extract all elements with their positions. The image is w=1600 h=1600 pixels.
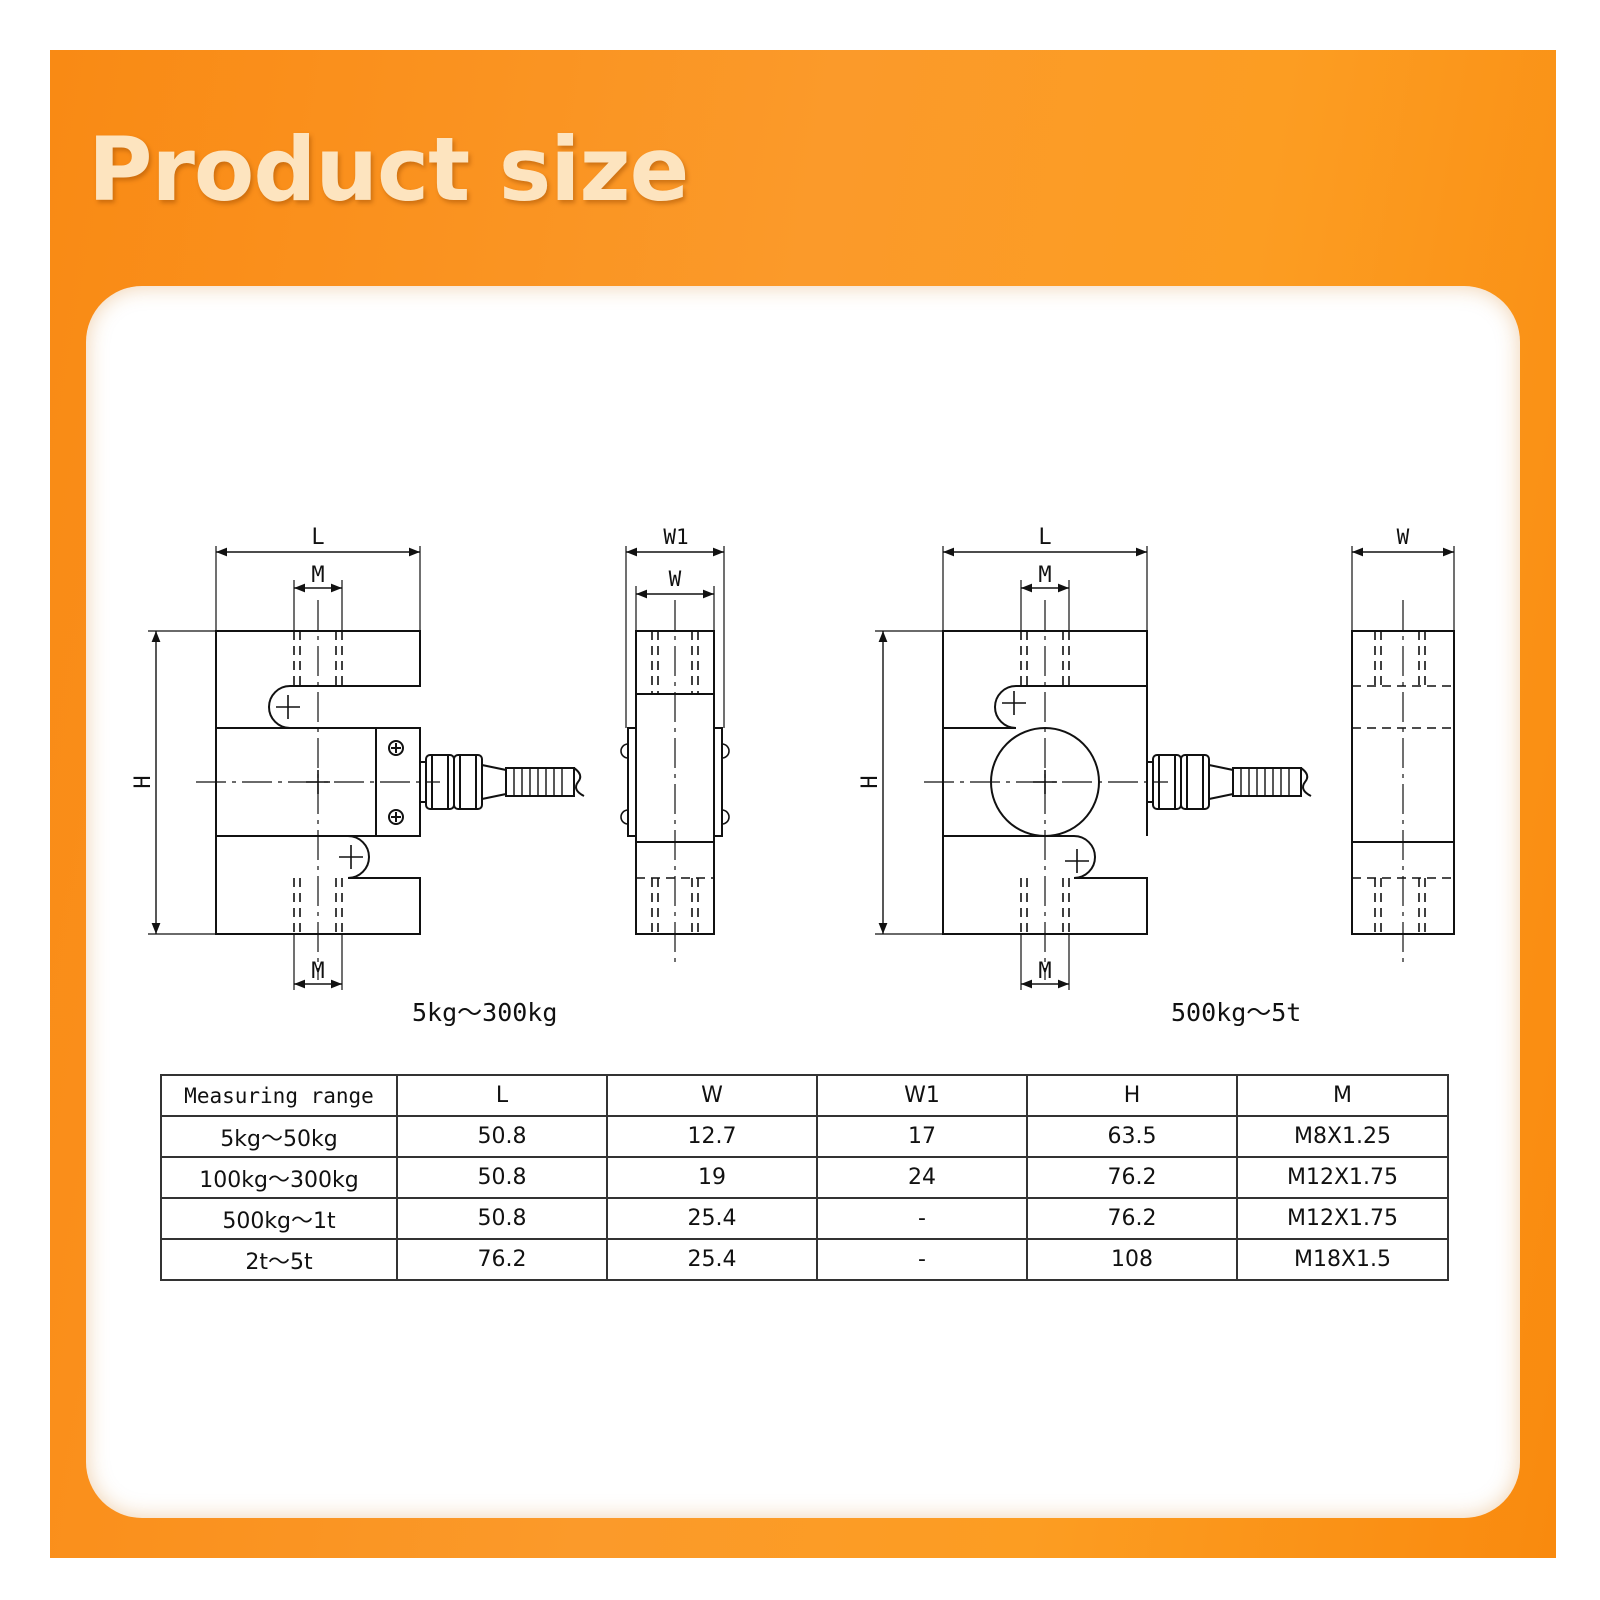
table-row: 500kg～1t 50.8 25.4 - 76.2 M12X1.75 bbox=[160, 1197, 1449, 1240]
table-cell: 50.8 bbox=[396, 1115, 608, 1158]
dim-label-m-right-bottom: M bbox=[1038, 959, 1051, 984]
large-cell-front-view bbox=[875, 546, 1312, 990]
dim-label-h-right: H bbox=[858, 775, 883, 788]
col-header: Measuring range bbox=[160, 1074, 398, 1117]
dim-label-l-left: L bbox=[311, 525, 324, 550]
table-cell: - bbox=[816, 1238, 1028, 1281]
table-header-row: Measuring range L W W1 H M bbox=[160, 1074, 1449, 1117]
spec-table: Measuring range L W W1 H M 5kg～50kg 50.8… bbox=[160, 1074, 1449, 1281]
page-title: Product size bbox=[88, 118, 689, 221]
col-header: W1 bbox=[816, 1074, 1028, 1117]
table-cell: M12X1.75 bbox=[1236, 1156, 1449, 1199]
dim-label-w-right: W bbox=[1397, 525, 1410, 549]
dim-label-w-left: W bbox=[669, 567, 682, 591]
table-cell: 50.8 bbox=[396, 1156, 608, 1199]
dim-label-h-left: H bbox=[131, 775, 156, 788]
table-cell: 25.4 bbox=[606, 1238, 818, 1281]
table-row: 2t～5t 76.2 25.4 - 108 M18X1.5 bbox=[160, 1238, 1449, 1281]
table-cell: 76.2 bbox=[1026, 1156, 1238, 1199]
col-header: W bbox=[606, 1074, 818, 1117]
small-cell-front-view bbox=[148, 546, 585, 990]
dim-label-m-left-top: M bbox=[311, 563, 324, 588]
table-cell: 24 bbox=[816, 1156, 1028, 1199]
col-header: H bbox=[1026, 1074, 1238, 1117]
table-cell: 12.7 bbox=[606, 1115, 818, 1158]
dim-label-w1: W1 bbox=[663, 525, 688, 549]
table-row: 5kg～50kg 50.8 12.7 17 63.5 M8X1.25 bbox=[160, 1115, 1449, 1158]
caption-large-range: 500kg～5t bbox=[1171, 998, 1302, 1027]
dim-label-m-right-top: M bbox=[1038, 563, 1051, 588]
table-cell: 17 bbox=[816, 1115, 1028, 1158]
dim-label-m-left-bottom: M bbox=[311, 959, 324, 984]
content-card bbox=[86, 286, 1520, 1518]
table-cell: 76.2 bbox=[396, 1238, 608, 1281]
dim-label-l-right: L bbox=[1038, 525, 1051, 550]
table-cell: M18X1.5 bbox=[1236, 1238, 1449, 1281]
small-cell-side-view bbox=[620, 546, 730, 966]
large-cell-side-view bbox=[1351, 546, 1455, 966]
col-header: M bbox=[1236, 1074, 1449, 1117]
table-cell: M12X1.75 bbox=[1236, 1197, 1449, 1240]
table-cell: 63.5 bbox=[1026, 1115, 1238, 1158]
table-cell: 2t～5t bbox=[160, 1238, 398, 1281]
table-cell: - bbox=[816, 1197, 1028, 1240]
table-cell: 100kg～300kg bbox=[160, 1156, 398, 1199]
table-cell: M8X1.25 bbox=[1236, 1115, 1449, 1158]
caption-small-range: 5kg～300kg bbox=[412, 998, 558, 1027]
table-cell: 19 bbox=[606, 1156, 818, 1199]
table-cell: 500kg～1t bbox=[160, 1197, 398, 1240]
col-header: L bbox=[396, 1074, 608, 1117]
table-cell: 108 bbox=[1026, 1238, 1238, 1281]
table-cell: 50.8 bbox=[396, 1197, 608, 1240]
table-cell: 5kg～50kg bbox=[160, 1115, 398, 1158]
table-cell: 76.2 bbox=[1026, 1197, 1238, 1240]
table-row: 100kg～300kg 50.8 19 24 76.2 M12X1.75 bbox=[160, 1156, 1449, 1199]
table-cell: 25.4 bbox=[606, 1197, 818, 1240]
